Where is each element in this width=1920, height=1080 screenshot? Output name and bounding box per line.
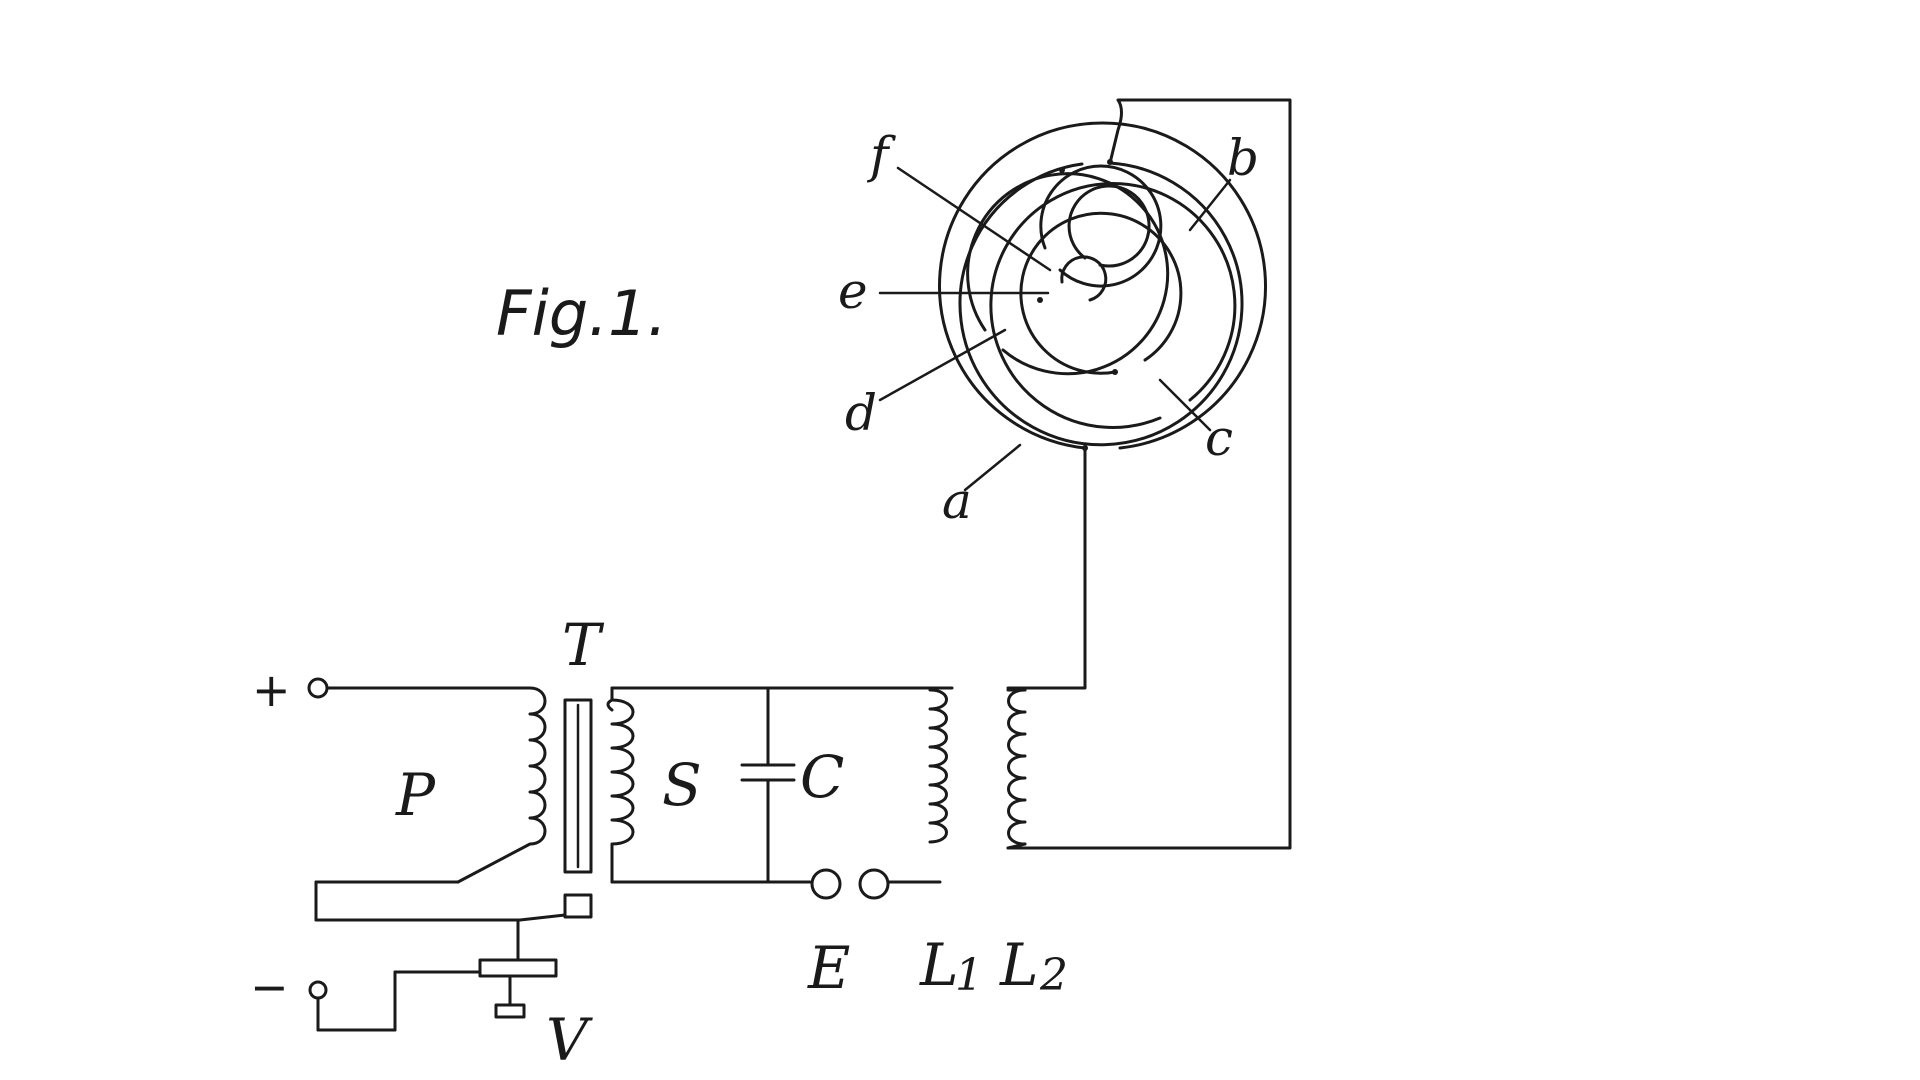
spiral-ring-f (1039, 164, 1163, 288)
secondary-circuit (610, 686, 954, 900)
spiral-label-a: a (942, 472, 972, 530)
spiral-terminal-dot (1059, 167, 1065, 173)
coil-secondary (606, 686, 635, 884)
label-s: S (662, 751, 702, 819)
plus-terminal (307, 677, 329, 699)
spiral-ring-b (958, 161, 1244, 447)
spiral-wiring (1006, 98, 1292, 850)
spiral-label-d: d (845, 384, 877, 442)
armature-block (563, 893, 593, 919)
transformer-core (563, 698, 593, 874)
leader-f (896, 166, 1052, 272)
leader-b (1188, 178, 1232, 232)
primary-circuit (307, 677, 593, 1032)
spiral-ring-d (966, 172, 1170, 376)
spiral-ring-core (1060, 255, 1108, 302)
leader-c (1158, 378, 1212, 432)
spiral-label-b: b (1227, 129, 1259, 187)
label-l1-sub: 1 (955, 950, 983, 1001)
spark-gap-ball-right (858, 868, 890, 900)
coil-l2 (1006, 688, 1027, 850)
armature-arm (518, 913, 567, 922)
wire-outer-loop (1006, 98, 1292, 850)
leader-d (878, 328, 1007, 402)
spiral-ring-inner (1067, 184, 1151, 268)
spiral-ring-c (989, 181, 1237, 429)
spiral-leader-lines (878, 166, 1232, 492)
label-l2-sub: 2 (1039, 950, 1068, 1001)
leader-a (963, 443, 1022, 492)
label-v: V (546, 1006, 593, 1074)
spiral-terminal-dot (1112, 369, 1118, 375)
label-l1: L 1 (919, 931, 983, 1001)
spiral-coil (938, 121, 1267, 451)
spiral-terminal-dot (1037, 297, 1043, 303)
label-minus: − (250, 960, 289, 1014)
label-l2: L 2 (999, 931, 1068, 1001)
label-c: C (800, 743, 844, 811)
wire-spiral-to-l2 (1006, 446, 1087, 690)
spiral-label-f: f (866, 126, 896, 184)
interrupter-screw-head (494, 1003, 526, 1019)
label-p: P (395, 761, 436, 829)
interrupter-plate (478, 958, 558, 978)
core-outline (563, 698, 593, 874)
figure-title: Fig.1. (496, 277, 667, 350)
label-l2-base: L (999, 931, 1039, 999)
label-l1-base: L (919, 931, 959, 999)
label-e: E (807, 934, 850, 1002)
spiral-label-c: c (1205, 409, 1233, 467)
label-t: T (562, 611, 605, 679)
coil-primary (456, 686, 547, 884)
minus-terminal (308, 980, 328, 1000)
label-plus: + (252, 663, 291, 717)
spiral-label-e: e (838, 262, 868, 320)
spark-gap-ball-left (810, 868, 842, 900)
spiral-ring-a (938, 121, 1267, 450)
coil-l1 (928, 688, 948, 844)
